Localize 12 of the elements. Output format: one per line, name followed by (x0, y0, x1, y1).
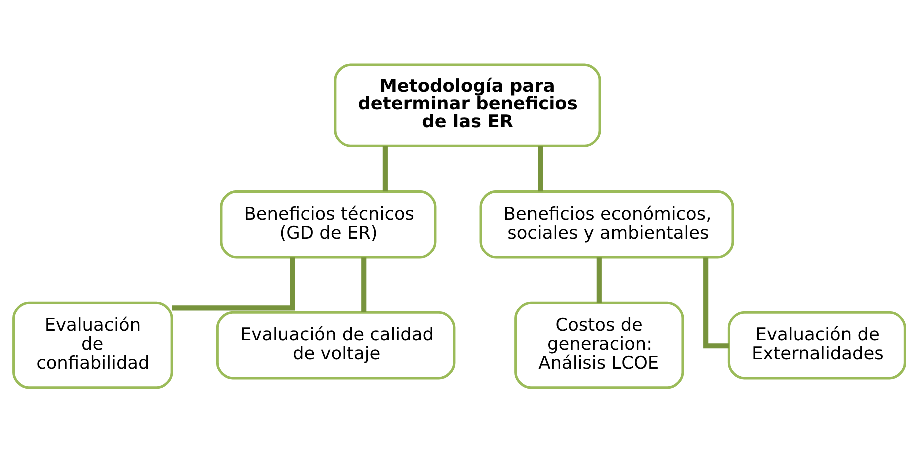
node-box: Metodología para determinar beneficios de las ER (334, 63, 602, 147)
node-box: Beneficios técnicos (GD de ER) (220, 190, 437, 258)
connector (172, 257, 296, 310)
node-box: Costos de generacion: Análisis LCOE (514, 301, 684, 389)
connector (382, 146, 388, 192)
node-box: Evaluación de calidad de voltaje (216, 310, 456, 380)
node-box: Evaluación de confiabilidad (12, 301, 174, 389)
connector (538, 146, 544, 192)
node-box: Beneficios económicos, sociales y ambientales (480, 190, 734, 258)
connector (362, 257, 367, 312)
node-box: Evaluación de Externalidades (728, 310, 906, 380)
connector (596, 257, 602, 302)
